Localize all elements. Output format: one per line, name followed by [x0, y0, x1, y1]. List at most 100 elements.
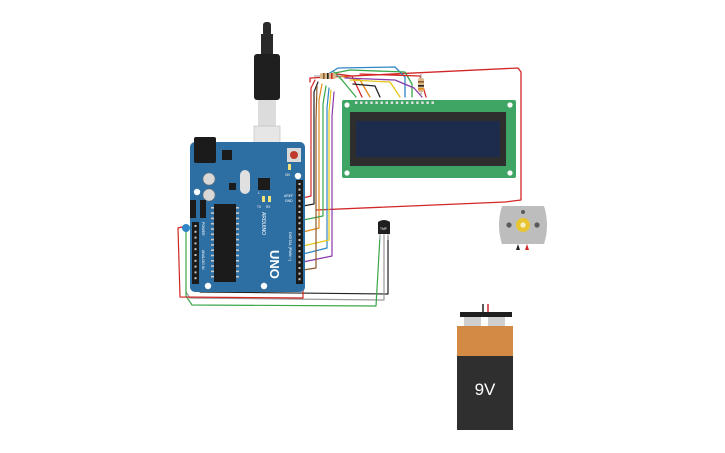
wires — [177, 66, 522, 307]
resistor-2-band2 — [418, 85, 424, 87]
lcd-display[interactable] — [342, 100, 516, 178]
temperature-sensor[interactable]: TMP — [378, 220, 390, 240]
sensor-body — [378, 220, 390, 234]
motor-terminal-red[interactable] — [525, 244, 529, 250]
resistor-1-band1 — [323, 73, 325, 79]
arduino-board[interactable]: UNO ARDUINO DIGITAL (PWM ~) ANALOG IN PO… — [182, 137, 305, 292]
digital-pin — [298, 211, 301, 213]
atmega-pins — [211, 207, 239, 278]
pin-marker — [182, 224, 190, 232]
wire-brown-down[interactable] — [302, 85, 318, 271]
lcd-hole-tl — [344, 102, 350, 108]
wire-red-top[interactable] — [336, 73, 363, 98]
on-label: ON — [285, 173, 290, 177]
sensor-label: TMP — [380, 227, 387, 231]
wire-black-down[interactable] — [302, 81, 319, 207]
chip-pin-left — [211, 244, 214, 246]
lcd-pin — [400, 101, 404, 104]
digital-pin — [298, 261, 301, 264]
capacitor-1 — [202, 172, 216, 186]
wire-blue-down[interactable] — [302, 87, 330, 255]
lcd-pin — [395, 101, 399, 104]
lcd-pin — [375, 101, 378, 104]
mount-hole-3 — [260, 282, 268, 290]
small-chip — [229, 183, 236, 190]
aref-label: AREF — [284, 194, 293, 198]
power-pin — [194, 277, 197, 280]
wire-black-top[interactable] — [352, 83, 381, 98]
motor-terminal-black[interactable] — [516, 244, 520, 250]
motor-vent-top — [521, 210, 525, 214]
battery-body — [457, 356, 513, 430]
usb-plug-metal — [258, 100, 276, 126]
wire-purple-down[interactable] — [302, 91, 335, 263]
wire-green-down[interactable] — [302, 85, 327, 221]
chip-pin-right — [236, 260, 239, 262]
battery-label: 9V — [475, 380, 496, 399]
usb-cable-strain — [263, 22, 271, 36]
tx-label: TX — [257, 205, 262, 209]
chip-pin-left — [211, 212, 214, 214]
dc-motor[interactable] — [499, 206, 547, 250]
chip-pin-right — [236, 265, 239, 267]
wire-green-top-2[interactable] — [333, 71, 357, 98]
battery-top — [457, 326, 513, 356]
power-label: POWER — [201, 222, 205, 236]
lcd-pin — [416, 101, 419, 104]
digital-header[interactable] — [296, 180, 303, 284]
digital-pin — [298, 278, 301, 281]
power-pin — [194, 236, 197, 239]
lcd-pin — [365, 101, 368, 104]
chip-pin-left — [211, 238, 214, 241]
led-tx — [268, 196, 271, 202]
mount-hole-1 — [193, 188, 201, 196]
battery-cap — [460, 312, 512, 317]
power-pin — [194, 265, 197, 268]
power-jack[interactable] — [194, 137, 216, 163]
resistor-2[interactable] — [418, 74, 424, 96]
analog-label: ANALOG IN — [201, 250, 205, 270]
wire-gray-sensor[interactable] — [185, 235, 385, 301]
digital-pin — [298, 199, 301, 202]
wire-green-top[interactable] — [329, 69, 413, 98]
lcd-pin — [380, 101, 383, 104]
capacitor-2 — [202, 188, 216, 202]
chip-pin-right — [236, 222, 239, 225]
digital-pin — [298, 183, 301, 185]
lcd-pin — [406, 101, 409, 104]
lcd-pin — [390, 101, 394, 104]
led-l — [262, 196, 265, 202]
reset-button[interactable] — [290, 151, 298, 159]
digital-pin — [298, 205, 301, 208]
motor-shaft — [520, 222, 526, 228]
chip-pin-right — [236, 244, 239, 246]
usb-chip — [258, 178, 270, 190]
power-pin — [194, 242, 197, 245]
chip-pin-right — [236, 217, 239, 220]
resistor-1[interactable] — [314, 73, 342, 79]
arduino-brand: ARDUINO — [260, 212, 266, 235]
digital-pin — [298, 267, 301, 269]
wire-yellow-top[interactable] — [349, 79, 401, 98]
chip-pin-right — [236, 275, 239, 278]
chip-pin-left — [211, 233, 214, 236]
wire-red-down[interactable] — [302, 79, 316, 199]
chip-pin-right — [236, 212, 239, 214]
power-header[interactable] — [192, 222, 199, 284]
lcd-pin — [421, 101, 424, 104]
battery-terminal-right[interactable] — [488, 317, 505, 326]
battery-9v[interactable]: 9V — [457, 304, 513, 430]
battery-terminal-left[interactable] — [464, 317, 481, 326]
power-pin — [194, 225, 197, 227]
wire-red-lcd-long[interactable] — [309, 67, 522, 211]
wire-orange-down[interactable] — [302, 83, 323, 233]
lcd-pin — [426, 101, 429, 104]
lcd-pin — [411, 101, 414, 104]
digital-pin — [298, 216, 301, 219]
wire-purple-top[interactable] — [344, 77, 423, 98]
crystal — [240, 170, 250, 194]
chip-pin-left — [211, 265, 214, 267]
mount-hole-4 — [294, 172, 302, 180]
digital-pin — [298, 244, 301, 247]
